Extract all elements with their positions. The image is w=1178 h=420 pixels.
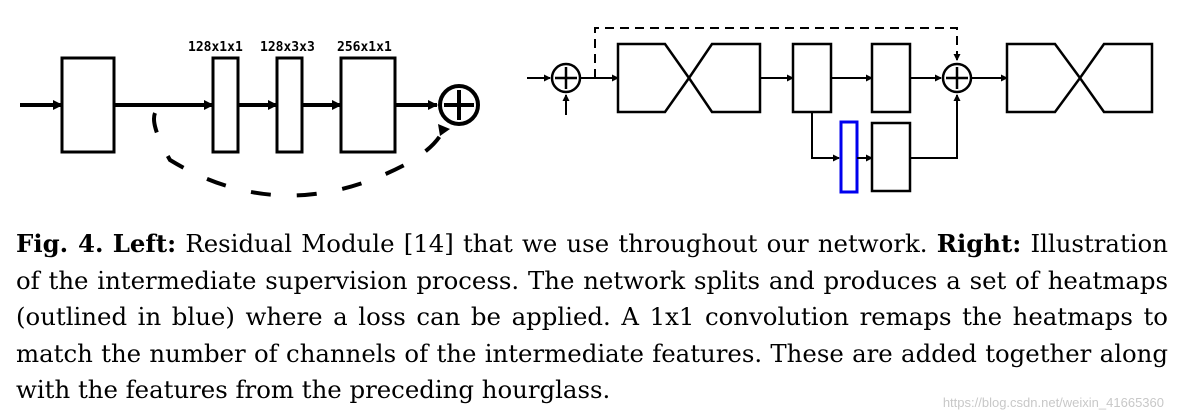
figure-label: Fig. 4. <box>16 229 104 258</box>
input-block <box>60 56 116 154</box>
figure-caption: Fig. 4. Left: Residual Module [14] that … <box>16 226 1168 409</box>
conv-block-3 <box>339 56 397 154</box>
sum-node-input <box>550 62 582 94</box>
hourglass-1 <box>616 42 762 114</box>
sum-node-output <box>941 62 973 94</box>
sum-node-left <box>438 84 480 126</box>
figure: 128x1x1 128x3x3 256x1x1 <box>20 27 1154 198</box>
hourglass-2 <box>1005 42 1154 114</box>
left-description: Residual Module [14] that we use through… <box>185 229 928 258</box>
conv-block-2 <box>275 56 304 154</box>
right-description: Illustration of the intermediate supervi… <box>16 229 1168 404</box>
watermark-url: https://blog.csdn.net/weixin_41665360 <box>942 395 1164 410</box>
skip-arrowhead <box>438 124 450 136</box>
remap-conv-block <box>870 121 912 193</box>
remap-to-sum-arrow <box>910 94 961 159</box>
right-label: Right: <box>936 229 1022 258</box>
branch-to-heatmap <box>811 112 840 162</box>
residual-module-diagram: 128x1x1 128x3x3 256x1x1 <box>20 40 480 198</box>
conv-label-3: 256x1x1 <box>337 40 392 55</box>
intermediate-supervision-diagram <box>527 27 1154 194</box>
conv-label-1: 128x1x1 <box>188 40 243 55</box>
heatmap-block <box>839 120 859 194</box>
skip-dashed-right <box>594 27 961 78</box>
left-label: Left: <box>112 229 177 258</box>
feature-block <box>791 42 833 114</box>
conv-block-1 <box>211 56 240 154</box>
intermediate-feature-block <box>870 42 912 114</box>
conv-label-2: 128x3x3 <box>260 40 315 55</box>
